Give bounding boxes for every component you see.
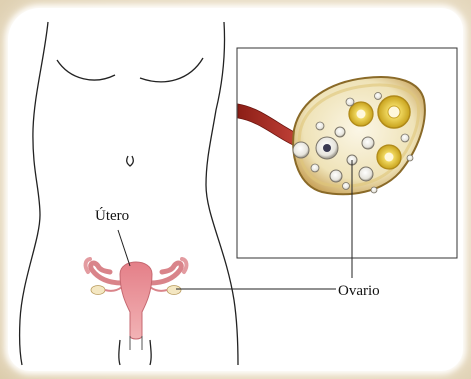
uterus-leader [118,230,130,266]
leg-line-right [150,340,151,365]
navel-mark [127,156,134,166]
right-ovary [167,286,181,295]
follicle-medium [293,142,309,158]
uterus-illustration [86,259,187,350]
leg-line [119,340,120,365]
ovary-label: Ovario [338,284,380,299]
body-right-contour [206,22,238,365]
illustration-card: Útero Ovario [8,8,463,371]
breast-right-line [140,58,203,82]
uterus-label: Útero [95,209,129,224]
breast-left-line [57,60,115,80]
anatomy-illustration [8,8,463,371]
body-outline [20,22,238,365]
uterus-body [120,262,152,339]
left-ovary [91,286,105,295]
body-left-contour [20,22,48,365]
